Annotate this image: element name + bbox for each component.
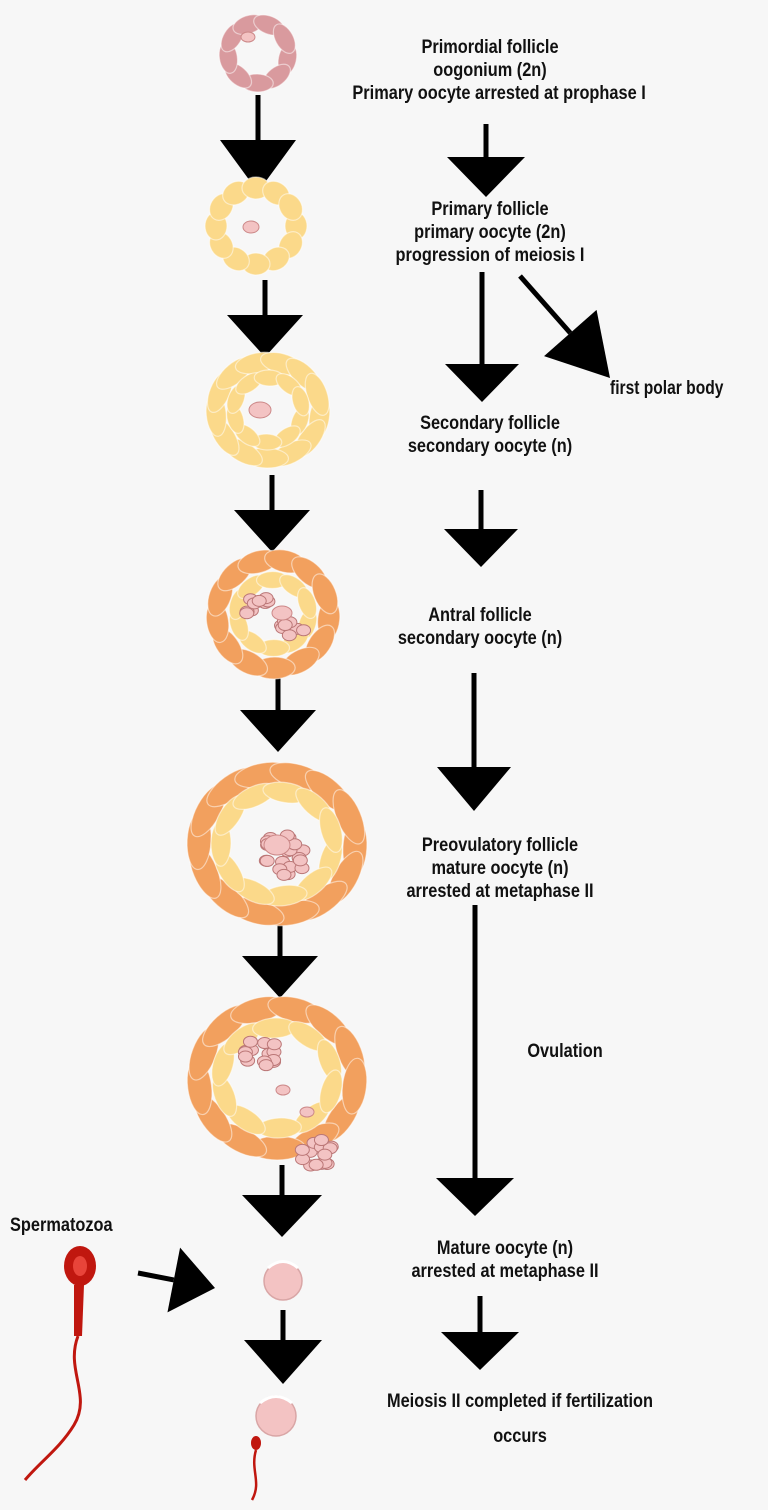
- label-ovulation: Ovulation: [501, 1040, 630, 1063]
- spermatozoa: [25, 1246, 96, 1480]
- arrow-oocyte-to-fertilized: [244, 1310, 322, 1384]
- label-spermatozoa: Spermatozoa: [10, 1214, 139, 1237]
- label-first-polar-body: first polar body: [610, 377, 749, 400]
- arrow-antral-to-preovulatory: [240, 678, 316, 752]
- ovulating-follicle: [183, 992, 371, 1171]
- follicles: [183, 11, 371, 1500]
- arrow-primary-to-secondary-text: [445, 272, 519, 402]
- arrow-oocyte-to-meiosis: [441, 1296, 519, 1370]
- secondary-follicle: [202, 348, 333, 472]
- sperm-acrosome: [73, 1256, 87, 1276]
- arrow-to-first-polar-body: [520, 276, 610, 378]
- label-mature-oocyte: Mature oocyte (n)arrested at metaphase I…: [380, 1237, 629, 1283]
- arrow-sperm-to-oocyte: [138, 1248, 215, 1313]
- arrow-secondary-to-antral-text: [444, 490, 518, 567]
- arrow-primary-to-secondary: [227, 280, 303, 357]
- mature-oocyte: [264, 1262, 302, 1301]
- arrows: [138, 95, 610, 1384]
- preovulatory-follicle: [183, 757, 371, 931]
- sperm-tail: [25, 1336, 80, 1480]
- fertilized-oocyte: [251, 1396, 296, 1500]
- sperm-midpiece: [74, 1285, 84, 1336]
- arrow-antral-to-preovulatory-text: [437, 673, 511, 811]
- antral-follicle: [203, 546, 343, 682]
- arrow-secondary-to-antral: [234, 475, 310, 552]
- primary-follicle: [205, 177, 307, 276]
- arrow-primordial-to-primary-text: [447, 124, 525, 197]
- arrow-preovulatory-to-ovulating: [242, 922, 318, 998]
- primordial-follicle: [216, 11, 300, 94]
- arrow-ovulating-to-oocyte: [242, 1165, 322, 1237]
